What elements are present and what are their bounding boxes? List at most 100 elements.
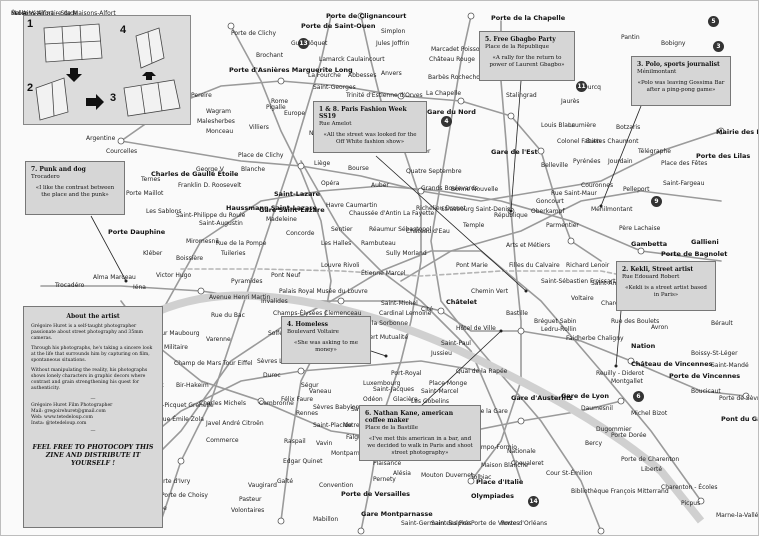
station-label: Gare d'Austerlitz: [511, 394, 573, 402]
station-label: Saint-Ambroise: [591, 280, 637, 287]
line-8: [130, 250, 702, 502]
station-label: Mabillon: [313, 516, 339, 523]
station-label: Porte des Lilas: [696, 152, 751, 160]
station-label: Saint-Fargeau: [663, 180, 705, 187]
callout-title: 7. Punk and dog: [31, 166, 86, 173]
station-label: Saint-Mandé: [711, 362, 749, 369]
station-label: Gaîté: [277, 478, 294, 485]
station-label: Chaussée d'Antin La Fayette: [349, 210, 435, 217]
station-label: La Fourche: [308, 72, 341, 79]
station-label: Boissy-St-Léger: [691, 350, 738, 357]
station-label: Chevaleret: [511, 460, 544, 467]
station-label: Richard Lenoir: [566, 262, 610, 269]
contact-name: Grégoire Huret Film Photographer: [31, 402, 113, 408]
station-label: Pantin: [621, 34, 640, 41]
station-label: Strasbourg Saint-Denis: [441, 206, 511, 213]
station-label: Charles de Gaulle Étoile: [151, 170, 239, 178]
station-label: Sully Morland: [386, 250, 427, 257]
station-label: Porte de la Chapelle: [491, 14, 566, 22]
station-label: Gare Montparnasse: [361, 510, 433, 518]
station-label: Avenue Émile Zola: [148, 416, 204, 423]
station-label: Commerce: [206, 437, 239, 444]
station-label: Argentine: [86, 135, 116, 142]
station-label: Guy Môquet: [291, 40, 328, 47]
station-label: Rome: [271, 98, 289, 105]
station-label: Ségur: [301, 382, 319, 389]
station-label: Haussmann Saint-Lazare: [226, 204, 317, 212]
station-label: Duroc: [263, 372, 281, 379]
line-number-badge: 3: [713, 41, 724, 52]
station-label: Nationale: [507, 448, 536, 455]
station-label: Porte de Versailles: [341, 490, 411, 498]
station-label: Belleville: [541, 162, 569, 169]
station-label: Wagram: [206, 108, 232, 115]
callout-quote: «Polo was leaving Gossima Bar after a pi…: [637, 80, 725, 93]
callout-place: Place de la Bastille: [365, 425, 419, 431]
station-label: Oberkampf: [531, 208, 565, 215]
line-7: [430, 15, 602, 532]
station-label: Marcadet Poissonniers: [431, 46, 499, 53]
callout-place: Place de la République: [485, 44, 549, 50]
station-label: Javel André Citroën: [206, 420, 264, 427]
station-label: Invalides: [261, 298, 288, 305]
station-label: Saint-Lazare: [274, 190, 321, 198]
divider: —: [90, 427, 96, 434]
station-label: Porte de Saint-Ouen: [301, 22, 376, 30]
station-label: Saint-Marcel: [421, 388, 459, 395]
station-label: Trocadéro: [55, 282, 85, 289]
station-label: Chemin Vert: [471, 288, 509, 295]
station-label: Madeleine: [266, 216, 297, 223]
station-label: Monceau: [206, 128, 234, 135]
station-label: Quai de la Gare: [461, 408, 508, 415]
station-label: Reuilly - Diderot: [596, 370, 645, 377]
station-label: Faidherbe Chaligny: [566, 335, 624, 342]
station-label: Pigalle: [266, 104, 286, 111]
station-label: Pernety: [373, 476, 396, 483]
station-label: Maison Blanche: [481, 462, 529, 469]
station-label: Varenne: [206, 336, 231, 343]
station-label: Porte d'Ivry: [156, 478, 191, 485]
station-label: Charonne: [601, 301, 630, 307]
station-label: Porte de Vincennes: [669, 372, 741, 380]
line-13: [230, 25, 332, 522]
callout-quote: «I like the contrast between the place a…: [35, 185, 115, 198]
station-label: Saint-Michel: [381, 300, 418, 307]
callout-title: 3. Polo, sports journalist: [637, 61, 720, 68]
station-label: Luxembourg: [363, 380, 401, 387]
callout-place: Ménilmontant: [637, 69, 677, 75]
station-label: Porte Dorée: [611, 432, 647, 439]
station-label: Ourcq: [583, 84, 601, 91]
station-label: Porte de Clichy: [231, 30, 277, 37]
station-label: Stalingrad: [506, 92, 537, 99]
station-label: Nation: [631, 342, 656, 350]
station-label: Les Sablons: [146, 208, 182, 215]
station-label: Gallieni: [691, 238, 719, 246]
divider: —: [90, 395, 96, 402]
station-label: Rue des Boulets: [611, 318, 660, 325]
station-label: Place Monge: [429, 380, 468, 387]
station-label: Saint-Placide: [313, 422, 352, 429]
callout-place: Rue Edouard Robert: [622, 274, 680, 280]
station-label: École Militaire: [146, 344, 188, 351]
station-label: Goncourt: [536, 198, 564, 205]
callout-2-kekli: 2. Kekli, Street artist Rue Edouard Robe…: [616, 261, 716, 311]
station-label: Raspail: [284, 438, 306, 445]
station-label: Télégraphe: [638, 148, 671, 155]
station-label: Sentier: [331, 226, 353, 233]
station-label: Porte de Choisy: [161, 492, 208, 499]
station-label: Bel-Air: [11, 10, 31, 17]
station-label: Étienne Marcel: [361, 270, 406, 277]
station-label: Courcelles: [106, 148, 138, 155]
station-label: Blanche: [241, 166, 266, 173]
station-label: Père Lachaise: [619, 225, 661, 232]
station-label: La Tour Maubourg: [146, 330, 200, 337]
line-2: [120, 80, 602, 262]
line-number-badge: 6: [633, 391, 644, 402]
station-label: Pont du Garigliano: [721, 415, 758, 423]
fold-step-3: 3: [110, 92, 117, 104]
station-label: Mouton Duvernet: [421, 472, 474, 479]
callout-quote: «She was asking to me money»: [294, 340, 358, 353]
callout-quote: «Kekli is a street artist based in Paris…: [625, 285, 707, 298]
station-label: Porte Dauphine: [108, 228, 166, 236]
line-number-badge: 11: [576, 81, 587, 92]
